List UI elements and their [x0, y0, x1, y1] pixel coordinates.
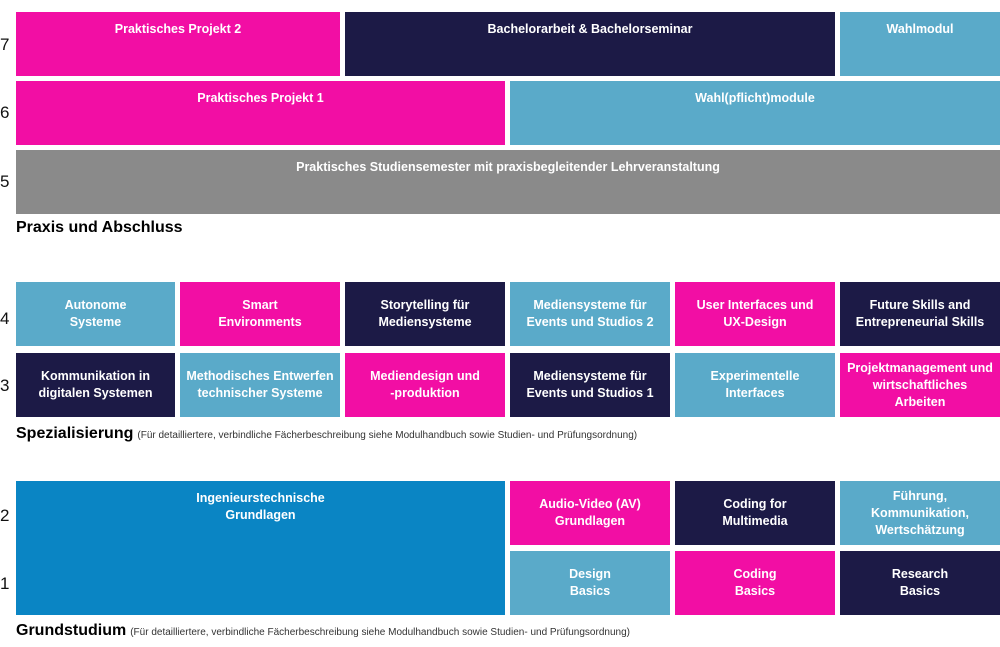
semester-label-7: 7 — [0, 35, 10, 54]
module-fuehrung-kommunikation[interactable]: Führung, Kommunikation, Wertschätzung — [840, 481, 1000, 545]
module-smart-environments[interactable]: Smart Environments — [180, 282, 340, 346]
module-audio-video-grundlagen[interactable]: Audio-Video (AV) Grundlagen — [510, 481, 670, 545]
section-title-grundstudium: Grundstudium(Für detailliertere, verbind… — [16, 623, 630, 639]
module-mediendesign[interactable]: Mediendesign und -produktion — [345, 353, 505, 417]
module-praktisches-projekt-1[interactable]: Praktisches Projekt 1 — [16, 81, 505, 145]
module-bachelorarbeit[interactable]: Bachelorarbeit & Bachelorseminar — [345, 12, 835, 76]
module-wahlmodul[interactable]: Wahlmodul — [840, 12, 1000, 76]
section-title-praxis-text: Praxis und Abschluss — [16, 219, 183, 236]
module-kommunikation-digitale-systeme[interactable]: Kommunikation in digitalen Systemen — [16, 353, 175, 417]
section-note-grundstudium: (Für detailliertere, verbindliche Fächer… — [130, 627, 630, 638]
module-mediensysteme-2[interactable]: Mediensysteme für Events und Studios 2 — [510, 282, 670, 346]
semester-label-4: 4 — [0, 309, 10, 328]
semester-label-1: 1 — [0, 574, 10, 593]
module-wahlpflichtmodule[interactable]: Wahl(pflicht)module — [510, 81, 1000, 145]
module-research-basics[interactable]: Research Basics — [840, 551, 1000, 615]
module-ingenieurtechnische-grundlagen[interactable]: Ingenieurstechnische Grundlagen — [16, 481, 505, 615]
section-note-spezialisierung: (Für detailliertere, verbindliche Fächer… — [137, 430, 638, 441]
module-storytelling[interactable]: Storytelling für Mediensysteme — [345, 282, 505, 346]
section-title-spezialisierung: Spezialisierung(Für detailliertere, verb… — [16, 426, 637, 442]
module-praktisches-projekt-2[interactable]: Praktisches Projekt 2 — [16, 12, 340, 76]
module-ui-ux-design[interactable]: User Interfaces und UX-Design — [675, 282, 835, 346]
module-coding-basics[interactable]: Coding Basics — [675, 551, 835, 615]
semester-label-6: 6 — [0, 103, 10, 122]
module-praxissemester[interactable]: Praktisches Studiensemester mit praxisbe… — [16, 150, 1000, 214]
module-autonome-systeme[interactable]: Autonome Systeme — [16, 282, 175, 346]
semester-label-5: 5 — [0, 172, 10, 191]
section-title-spezialisierung-text: Spezialisierung — [16, 425, 134, 442]
module-methodisches-entwerfen[interactable]: Methodisches Entwerfen technischer Syste… — [180, 353, 340, 417]
module-projektmanagement[interactable]: Projektmanagement und wirtschaftliches A… — [840, 353, 1000, 417]
semester-label-3: 3 — [0, 376, 10, 395]
module-mediensysteme-1[interactable]: Mediensysteme für Events und Studios 1 — [510, 353, 670, 417]
semester-label-2: 2 — [0, 506, 10, 525]
section-title-praxis: Praxis und Abschluss — [16, 220, 183, 236]
module-experimentelle-interfaces[interactable]: Experimentelle Interfaces — [675, 353, 835, 417]
module-coding-for-multimedia[interactable]: Coding for Multimedia — [675, 481, 835, 545]
section-title-grundstudium-text: Grundstudium — [16, 622, 127, 639]
module-future-skills[interactable]: Future Skills and Entrepreneurial Skills — [840, 282, 1000, 346]
module-design-basics[interactable]: Design Basics — [510, 551, 670, 615]
